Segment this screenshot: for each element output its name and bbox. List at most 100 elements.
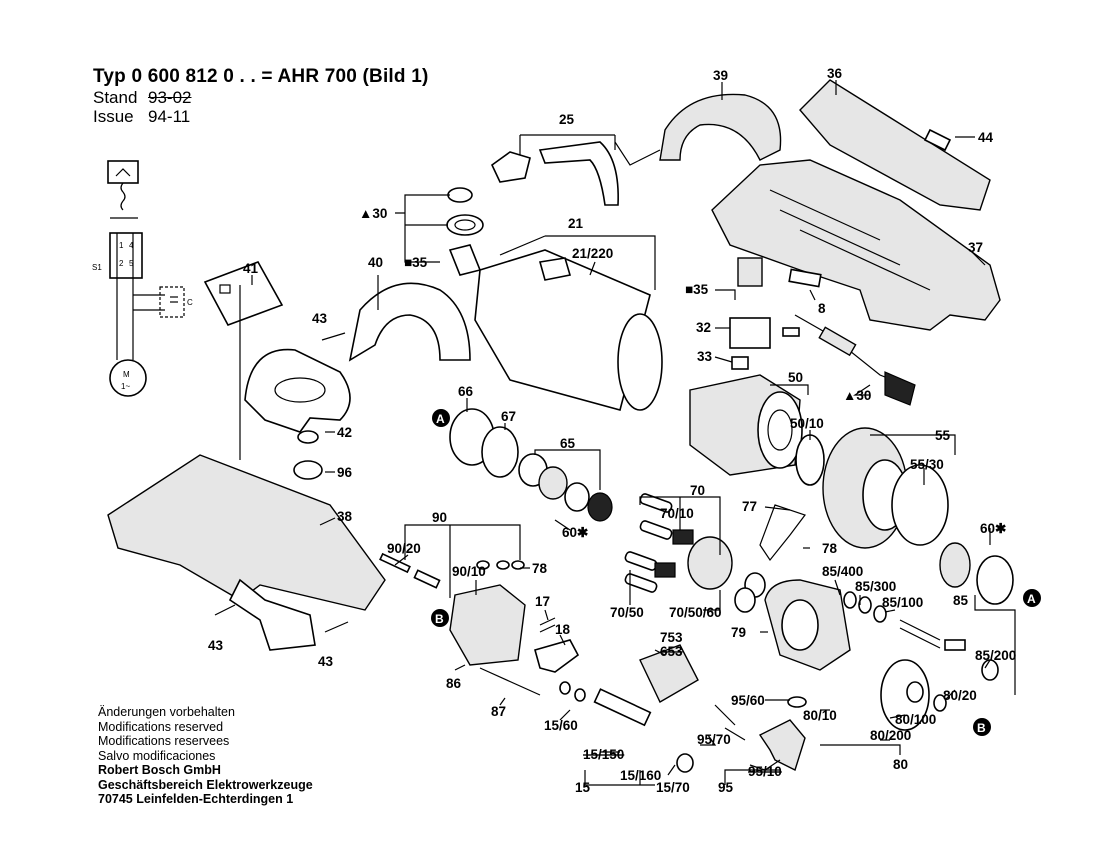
label-67: 67 (501, 409, 516, 424)
label-70-10: 70/10 (660, 506, 694, 521)
plug-symbol (107, 160, 139, 184)
label-85-300: 85/300 (855, 579, 896, 594)
valve-block-90 (449, 584, 526, 666)
gear-60 (976, 555, 1014, 605)
pin-4: 4 (129, 241, 134, 250)
label-43-left: 43 (208, 638, 224, 653)
base-38 (107, 454, 386, 611)
label-17: 17 (535, 594, 550, 609)
label-80-200: 80/200 (870, 728, 911, 743)
brush-33 (731, 356, 749, 370)
label-70: 70 (690, 483, 705, 498)
label-90-20: 90/20 (387, 541, 421, 556)
label-80-100: 80/100 (895, 712, 936, 727)
footer-line-4: Salvo modificaciones (98, 748, 216, 763)
label-43-top: 43 (312, 311, 328, 326)
cable-symbol (120, 182, 126, 211)
label-15-150: 15/150 (583, 747, 624, 762)
marker-a-left (432, 409, 450, 427)
label-96: 96 (337, 465, 353, 480)
company-division: Geschäftsbereich Elektrowerkzeuge (98, 777, 313, 792)
label-15-60: 15/60 (544, 718, 578, 733)
label-77: 77 (742, 499, 757, 514)
fitting-95 (758, 719, 806, 771)
issue-label: Issue (93, 107, 134, 126)
leader-lines (239, 80, 1016, 786)
label-78-left: 78 (532, 561, 548, 576)
document-title: Typ 0 600 812 0 . . = AHR 700 (Bild 1) (93, 66, 429, 87)
label-30-right: ▲30 (843, 388, 871, 403)
label-41: 41 (243, 261, 259, 276)
label-653: 653 (660, 644, 683, 659)
marker-b-right-label: B (977, 721, 986, 735)
marker-b-left (431, 609, 449, 627)
label-37: 37 (968, 240, 983, 255)
label-21-220: 21/220 (572, 246, 613, 261)
label-85-100: 85/100 (882, 595, 923, 610)
label-55: 55 (935, 428, 951, 443)
label-753: 753 (660, 630, 683, 645)
holder-32 (729, 317, 771, 349)
seal-65 (587, 492, 613, 522)
label-35-right: ■35 (685, 282, 709, 297)
document-header: Typ 0 600 812 0 . . = AHR 700 (Bild 1) S… (93, 66, 429, 126)
label-80-20: 80/20 (943, 688, 977, 703)
plug-icon (115, 168, 131, 177)
label-25: 25 (559, 112, 575, 127)
label-95: 95 (718, 780, 734, 795)
filter-753 (639, 644, 699, 703)
pin-5: 5 (129, 259, 134, 268)
label-15: 15 (575, 780, 591, 795)
label-65: 65 (560, 436, 576, 451)
cover-36 (799, 79, 991, 211)
label-41 (203, 261, 284, 326)
marker-a-left-label: A (436, 412, 445, 426)
label-85-400: 85/400 (822, 564, 863, 579)
label-42: 42 (337, 425, 352, 440)
marker-b-right (973, 718, 991, 736)
label-70-50: 70/50 (610, 605, 644, 620)
cable-guard (818, 326, 857, 357)
label-21: 21 (568, 216, 584, 231)
stand-row: Stand 93-02 (93, 88, 429, 107)
clamp-35 (448, 244, 482, 276)
clip-44 (923, 128, 952, 152)
label-87: 87 (491, 704, 506, 719)
s1-label: S1 (92, 263, 102, 272)
handle-42 (244, 348, 351, 433)
bearing-60 (939, 542, 971, 588)
capacitor-box (159, 286, 185, 318)
bracket-25a (490, 151, 531, 183)
label-15-160: 15/160 (620, 768, 661, 783)
document-footer: Änderungen vorbehalten Modifications res… (98, 705, 313, 807)
label-86: 86 (446, 676, 462, 691)
housing-21 (474, 249, 651, 411)
plug-30 (884, 371, 916, 406)
label-80: 80 (893, 757, 908, 772)
valve-18 (534, 639, 580, 673)
marker-b-left-label: B (435, 612, 444, 626)
markers: A A B B (431, 409, 1041, 736)
clip-77 (759, 504, 806, 562)
issue-value: 94-11 (148, 107, 191, 126)
bushing-30b (446, 214, 484, 236)
ring-55-30 (891, 464, 949, 546)
bearing-65 (538, 466, 568, 500)
motor-ac-label: 1~ (121, 382, 130, 391)
housing-21-end (617, 313, 663, 411)
marker-a-right-label: A (1027, 592, 1036, 606)
label-40: 40 (368, 255, 383, 270)
label-95-10: 95/10 (748, 764, 782, 779)
label-50-10: 50/10 (790, 416, 824, 431)
label-35-left: ■35 (404, 255, 428, 270)
label-95-70: 95/70 (697, 732, 731, 747)
stand-value: 93-02 (148, 88, 192, 107)
stand-label: Stand (93, 88, 138, 107)
diaphragm-80 (880, 659, 930, 731)
ring-50-10 (795, 434, 825, 486)
switch-35 (737, 257, 763, 287)
label-43-right: 43 (318, 654, 334, 669)
cap-96 (293, 460, 323, 480)
label-60-right: 60✱ (980, 521, 1007, 536)
